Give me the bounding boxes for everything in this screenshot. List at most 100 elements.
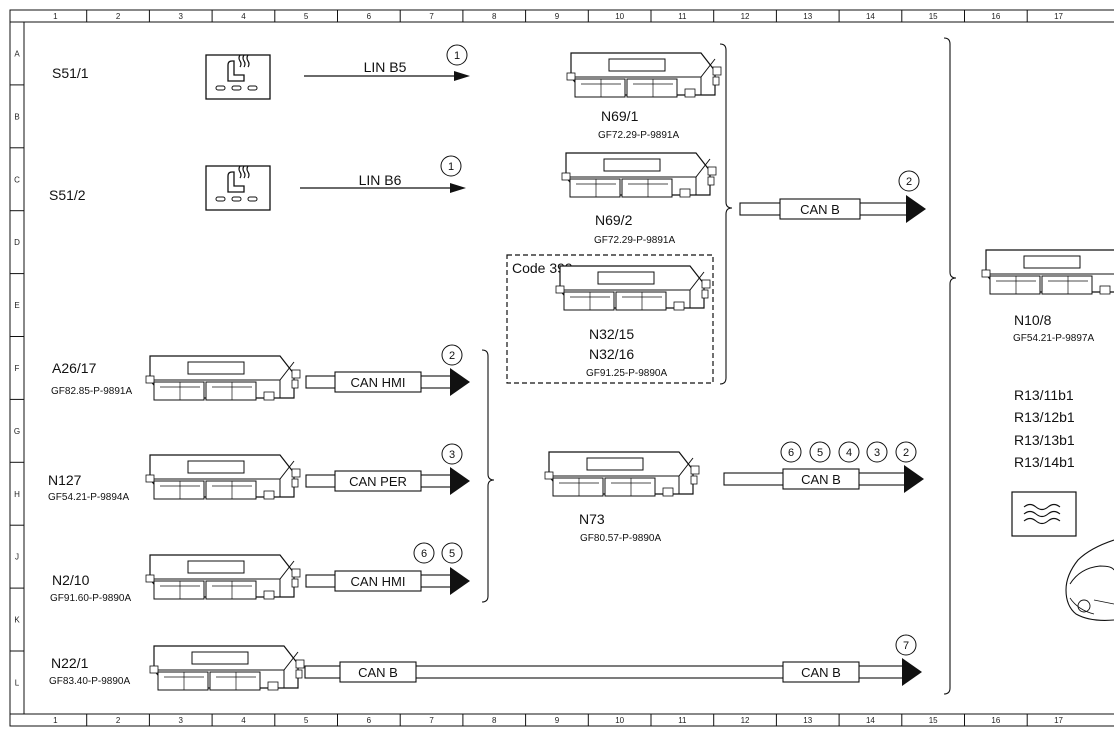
grid-row-label: J — [15, 553, 19, 562]
grid-row-label: H — [14, 490, 20, 499]
grid-column-label: 2 — [116, 716, 121, 725]
marker: 1 — [448, 161, 454, 173]
marker: 3 — [874, 447, 880, 459]
module-n73: N73 GF80.57-P-9890A — [544, 451, 700, 544]
control-unit-icon — [145, 554, 301, 600]
seat-heater-switch-icon — [205, 165, 271, 211]
brace-large — [943, 37, 957, 695]
label-n69-1: N69/1 — [601, 108, 639, 124]
module-n127: N127 GF54.21-P-9894A — [48, 454, 301, 503]
bus-can-hmi-1: CAN HMI 2 — [305, 344, 470, 396]
label-n2-10: N2/10 — [52, 572, 90, 588]
seat-heater-switch-icon — [205, 54, 271, 100]
bus-can-b-bottom: CAN B CAN B 7 — [304, 634, 922, 686]
grid-column-label: 12 — [741, 12, 750, 21]
control-unit-icon — [561, 152, 717, 198]
marker: 6 — [788, 447, 794, 459]
code-n22-1: GF83.40-P-9890A — [49, 676, 130, 687]
can-b-label: CAN B — [801, 472, 841, 487]
module-n2-10: N2/10 GF91.60-P-9890A — [50, 554, 301, 604]
grid-column-label: 14 — [866, 716, 875, 725]
grid-row-label: F — [15, 364, 20, 373]
grid-row-label: K — [14, 616, 20, 625]
grid-column-label: 16 — [991, 716, 1000, 725]
code-n2-10: GF91.60-P-9890A — [50, 593, 131, 604]
bus-can-b-n73: CAN B 6 5 4 3 2 — [723, 441, 924, 493]
control-unit-icon — [149, 645, 305, 691]
can-hmi-label: CAN HMI — [351, 375, 406, 390]
marker: 4 — [846, 447, 852, 459]
grid-column-label: 12 — [741, 716, 750, 725]
label-n10-8: N10/8 — [1014, 312, 1052, 328]
brace-upper — [719, 43, 733, 385]
label-r13-13b1: R13/13b1 — [1014, 432, 1075, 448]
code-399-group: Code 399 N32/15 N32/16 GF91.25-P-9890A — [506, 254, 714, 384]
grid-column-label: 16 — [991, 12, 1000, 21]
grid-column-label: 3 — [179, 12, 184, 21]
grid-column-label: 9 — [555, 12, 560, 21]
grid-column-label: 13 — [803, 12, 812, 21]
marker: 5 — [817, 447, 823, 459]
grid-column-label: 10 — [615, 12, 624, 21]
control-unit-icon — [555, 265, 711, 311]
label-s51-2: S51/2 — [49, 187, 86, 203]
grid-column-label: 15 — [929, 12, 938, 21]
code-n127: GF54.21-P-9894A — [48, 492, 129, 503]
grid-column-label: 2 — [116, 12, 121, 21]
grid-columns: 1122334455667788991010111112121313141415… — [53, 10, 1064, 726]
can-b-label: CAN B — [801, 665, 841, 680]
grid-column-label: 14 — [866, 12, 875, 21]
grid-column-label: 9 — [555, 716, 560, 725]
marker: 2 — [449, 350, 455, 362]
brace-middle — [481, 349, 495, 603]
marker: 7 — [903, 640, 909, 652]
grid-column-label: 17 — [1054, 716, 1063, 725]
seat-icon — [1065, 539, 1114, 621]
label-n32-16: N32/16 — [589, 346, 634, 362]
grid-column-label: 11 — [678, 12, 687, 21]
grid-column-label: 11 — [678, 716, 687, 725]
grid-column-label: 5 — [304, 12, 309, 21]
grid-row-label: A — [14, 49, 20, 58]
label-n127: N127 — [48, 472, 82, 488]
can-b-label: CAN B — [358, 665, 398, 680]
code-n32: GF91.25-P-9890A — [586, 368, 667, 379]
lin-b5-label: LIN B5 — [364, 59, 407, 75]
grid-column-label: 8 — [492, 716, 497, 725]
can-per-label: CAN PER — [349, 474, 407, 489]
module-n69-2: N69/2 GF72.29-P-9891A — [561, 152, 717, 246]
label-n22-1: N22/1 — [51, 655, 89, 671]
switch-s51-1: S51/1 — [52, 54, 271, 100]
module-n10-8: N10/8 GF54.21-P-9897A — [981, 249, 1114, 344]
switch-s51-2: S51/2 — [49, 165, 271, 211]
grid-column-label: 17 — [1054, 12, 1063, 21]
grid-column-label: 1 — [53, 12, 58, 21]
grid-column-label: 5 — [304, 716, 309, 725]
grid-column-label: 7 — [429, 716, 434, 725]
can-b-label: CAN B — [800, 202, 840, 217]
bus-lin-b5: LIN B5 1 — [304, 44, 470, 81]
code-n69-2: GF72.29-P-9891A — [594, 235, 675, 246]
grid-column-label: 7 — [429, 12, 434, 21]
grid-row-label: C — [14, 175, 20, 184]
grid-frame — [9, 9, 1114, 727]
label-r13-11b1: R13/11b1 — [1014, 387, 1074, 403]
control-unit-icon — [566, 52, 722, 98]
grid-column-label: 15 — [929, 716, 938, 725]
label-a26-17: A26/17 — [52, 360, 97, 376]
bus-can-per: CAN PER 3 — [305, 443, 470, 495]
label-n69-2: N69/2 — [595, 212, 633, 228]
grid-row-label: B — [14, 112, 19, 121]
sensor-list-r13: R13/11b1 R13/12b1 R13/13b1 R13/14b1 — [1011, 387, 1077, 537]
module-a26-17: A26/17 GF82.85-P-9891A — [51, 355, 301, 401]
label-n73: N73 — [579, 511, 605, 527]
control-unit-icon — [145, 454, 301, 500]
lin-b6-label: LIN B6 — [359, 172, 402, 188]
marker: 2 — [903, 447, 909, 459]
bus-lin-b6: LIN B6 1 — [300, 155, 466, 193]
bus-can-b-top: CAN B 2 — [739, 170, 926, 223]
grid-column-label: 4 — [241, 716, 246, 725]
control-unit-icon — [145, 355, 301, 401]
